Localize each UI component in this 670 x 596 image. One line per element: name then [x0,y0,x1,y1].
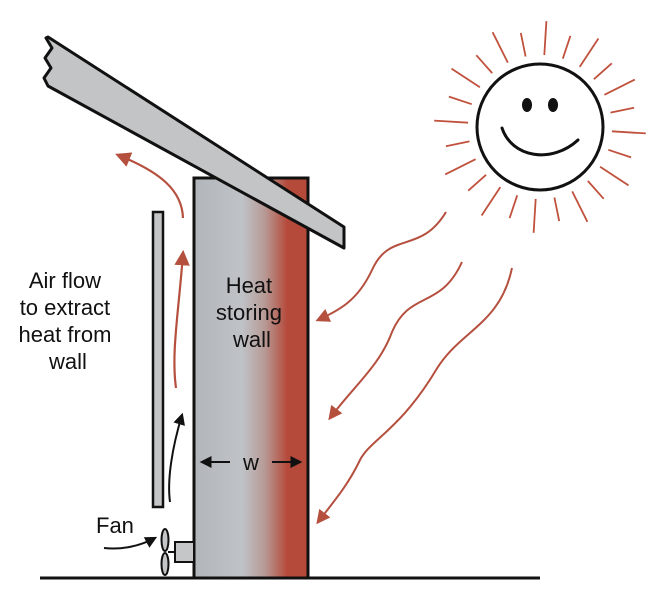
wall-label: Heat storing wall [216,273,288,352]
sun-ray [445,140,470,148]
sun-ray [599,165,629,187]
sun-ray [603,78,636,96]
fan-air-arrow [168,412,185,503]
sun-ray [475,54,493,74]
sun-ray [578,38,600,68]
wall-label-line: storing [216,300,282,325]
glazing-panel [151,210,165,509]
sun-ray [543,21,548,56]
sun-ray [508,195,519,219]
air-flow-label: Air flow to extract heat from wall [18,268,117,374]
sun-ray [608,148,632,159]
solar-radiation-arrows [315,211,513,525]
roof [42,35,346,250]
sun-ray [434,119,469,124]
fan-label: Fan [96,513,134,538]
radiation-arrow-3 [316,267,513,525]
sun-ray [553,197,561,222]
wall-label-line: wall [232,327,271,352]
radiation-arrow-1 [315,211,447,322]
sun-ray [587,180,605,200]
air-flow-arrows [115,152,190,389]
sun-ray [611,130,646,135]
radiation-arrow-2 [328,261,463,421]
sun-ray [451,67,481,89]
sun-ray [467,174,487,192]
air-flow-label-line: to extract [20,295,110,320]
width-label: w [242,450,259,475]
sun-ray [491,31,509,64]
sun-icon [434,21,646,233]
heat-storing-wall [192,176,310,580]
sun-ray [480,186,502,216]
sun-ray [444,158,477,176]
air-flow-label-line: Air flow [29,268,101,293]
fan-pointer-arrow [103,536,158,550]
sun-ray [593,62,613,80]
fan-icon [160,528,195,576]
air-flow-arrow-top [115,152,185,219]
sun-ray [448,95,472,106]
air-flow-arrow-middle [173,249,190,389]
sun-ray [519,32,527,57]
sun-ray [561,35,572,59]
sun-ray [532,198,537,233]
air-flow-label-line: heat from [18,322,111,347]
wall-label-line: Heat [226,273,272,298]
sun-ray [571,190,589,223]
air-flow-label-line: wall [48,349,87,374]
sun-ray [610,106,635,114]
